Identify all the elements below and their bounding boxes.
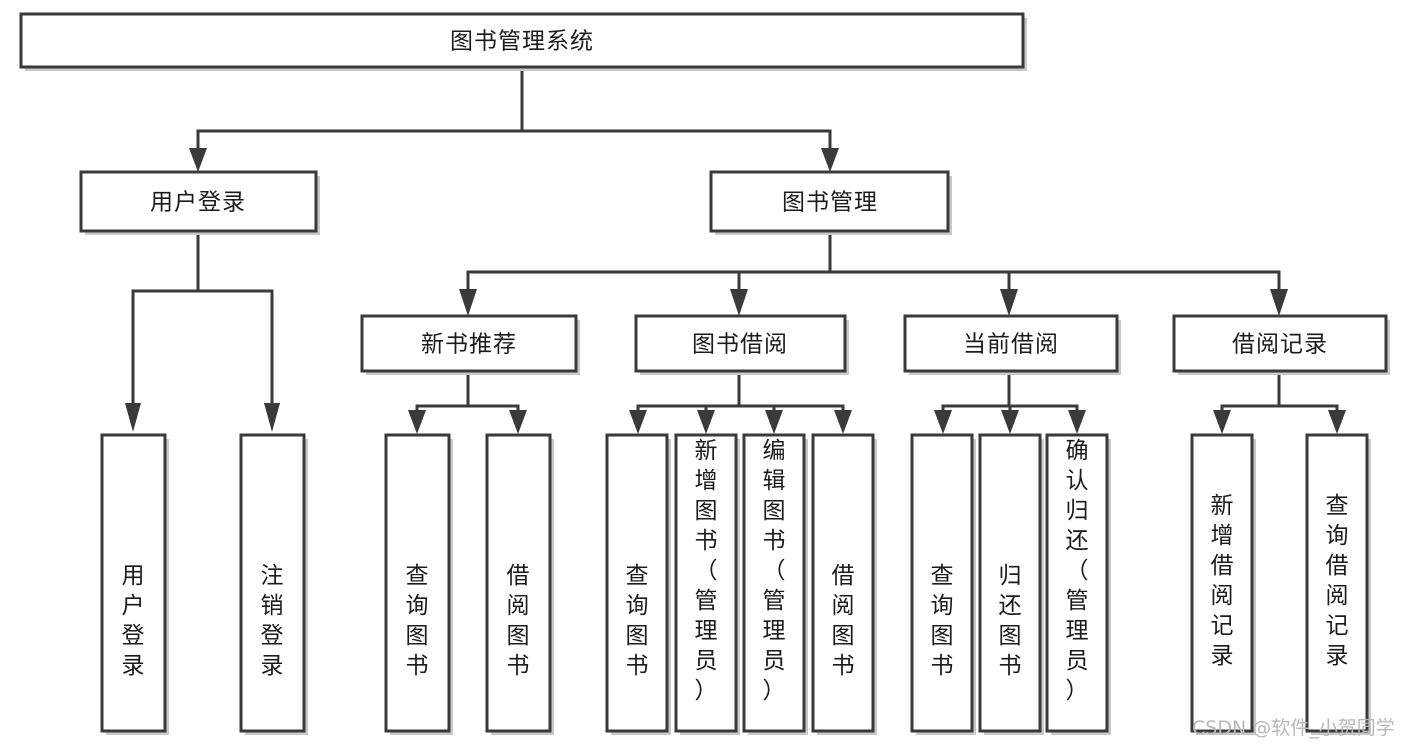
arrow-head-leaf-borrow-2: [697, 410, 715, 434]
node-leaf-user-login[interactable]: 用户登录: [100, 433, 169, 735]
node-leaf-logout-label: 注销登录: [261, 563, 284, 679]
node-leaf-borrow-book-1[interactable]: 借阅图书: [485, 433, 554, 735]
node-leaf-add-book-box: [674, 433, 738, 733]
arrow-head-leaf-newbook-1: [408, 410, 426, 434]
node-leaf-borrow-book-2[interactable]: 借阅图书: [811, 433, 877, 735]
node-root-box: [19, 12, 1025, 69]
node-new-book-recommend[interactable]: 新书推荐: [360, 314, 580, 375]
node-new-book-recommend-label: 新书推荐: [421, 332, 517, 358]
node-leaf-query-record[interactable]: 查询借阅记录: [1305, 433, 1371, 735]
node-leaf-edit-book-label: 编辑图书（管理员）: [763, 438, 786, 704]
node-leaf-confirm-return-label: 确认归还（管理员）: [1066, 438, 1089, 704]
node-leaf-confirm-return-box: [1045, 433, 1109, 733]
node-book-manage-box: [709, 170, 950, 233]
arrow-head-leaf-record-2: [1328, 410, 1346, 434]
node-new-book-recommend-box: [360, 314, 578, 373]
node-leaf-return-book-label: 归还图书: [999, 563, 1022, 679]
node-leaf-add-book-label: 新增图书（管理员）: [695, 438, 718, 704]
node-leaf-query-book-3-box: [910, 433, 974, 733]
node-leaf-query-book-3[interactable]: 查询图书: [910, 433, 976, 735]
node-leaf-return-book-box: [978, 433, 1042, 733]
node-book-borrow-label: 图书借阅: [692, 332, 788, 358]
node-leaf-query-record-box: [1305, 433, 1369, 733]
node-book-manage[interactable]: 图书管理: [709, 170, 952, 235]
node-leaf-query-book-3-label: 查询图书: [931, 563, 954, 679]
node-leaf-query-book-1-label: 查询图书: [406, 563, 429, 679]
arrow-head-leaf-current-3: [1068, 410, 1086, 434]
arrow-head-new-book: [459, 289, 477, 316]
node-root[interactable]: 图书管理系统: [19, 12, 1027, 71]
node-borrow-record-box: [1172, 314, 1388, 373]
node-user-login[interactable]: 用户登录: [79, 170, 320, 235]
node-leaf-add-record-label: 新增借阅记录: [1211, 493, 1234, 669]
arrow-head-leaf-current-1: [934, 410, 952, 434]
arrow-head-leaf-newbook-2: [509, 410, 527, 434]
arrow-head-leaf-current-2: [1001, 410, 1019, 434]
arrow-head-leaf-user-1: [125, 403, 141, 432]
node-current-borrow[interactable]: 当前借阅: [903, 314, 1121, 375]
node-current-borrow-label: 当前借阅: [963, 332, 1059, 358]
node-borrow-record[interactable]: 借阅记录: [1172, 314, 1390, 375]
node-root-label: 图书管理系统: [450, 29, 594, 55]
node-leaf-add-book[interactable]: 新增图书（管理员）: [674, 433, 740, 735]
node-leaf-query-record-label: 查询借阅记录: [1326, 493, 1349, 669]
node-book-borrow-box: [634, 314, 847, 373]
arrow-head-leaf-user-2: [264, 403, 280, 432]
node-leaf-query-book-1-box: [384, 433, 451, 733]
arrow-head-leaf-borrow-3: [765, 410, 783, 434]
node-leaf-return-book[interactable]: 归还图书: [978, 433, 1044, 735]
node-leaf-query-book-1[interactable]: 查询图书: [384, 433, 453, 735]
node-leaf-query-book-2[interactable]: 查询图书: [605, 433, 671, 735]
node-leaf-logout[interactable]: 注销登录: [239, 433, 308, 735]
node-leaf-user-login-label: 用户登录: [122, 563, 145, 679]
arrow-head-current-borrow: [1000, 289, 1018, 316]
node-user-login-label: 用户登录: [150, 190, 246, 216]
node-book-borrow[interactable]: 图书借阅: [634, 314, 849, 375]
node-borrow-record-label: 借阅记录: [1232, 332, 1328, 358]
node-leaf-query-book-2-label: 查询图书: [626, 563, 649, 679]
arrow-head-leaf-borrow-1: [629, 410, 647, 434]
csdn-watermark: CSDN @软件_小贺同学: [1192, 717, 1395, 739]
node-leaf-edit-book[interactable]: 编辑图书（管理员）: [742, 433, 808, 735]
arrow-head-book-borrow: [730, 289, 748, 316]
node-leaf-confirm-return[interactable]: 确认归还（管理员）: [1045, 433, 1111, 735]
node-current-borrow-box: [903, 314, 1119, 373]
node-leaf-borrow-book-1-box: [485, 433, 552, 733]
node-leaf-add-record[interactable]: 新增借阅记录: [1190, 433, 1256, 735]
node-leaf-logout-box: [239, 433, 306, 733]
node-leaf-borrow-book-2-label: 借阅图书: [832, 563, 855, 679]
node-leaf-borrow-book-1-label: 借阅图书: [507, 563, 530, 679]
node-leaf-add-record-box: [1190, 433, 1254, 733]
arrow-head-book-manage: [821, 148, 839, 172]
node-leaf-user-login-box: [100, 433, 167, 733]
node-book-manage-label: 图书管理: [782, 190, 878, 216]
connector-layer: [125, 65, 1346, 434]
arrow-head-leaf-borrow-4: [834, 410, 852, 434]
arrow-head-borrow-record: [1270, 289, 1288, 316]
arrow-head-user-login: [189, 148, 207, 172]
node-leaf-edit-book-box: [742, 433, 806, 733]
node-user-login-box: [79, 170, 318, 233]
node-leaf-borrow-book-2-box: [811, 433, 875, 733]
arrow-head-leaf-record-1: [1213, 410, 1231, 434]
node-leaf-query-book-2-box: [605, 433, 669, 733]
